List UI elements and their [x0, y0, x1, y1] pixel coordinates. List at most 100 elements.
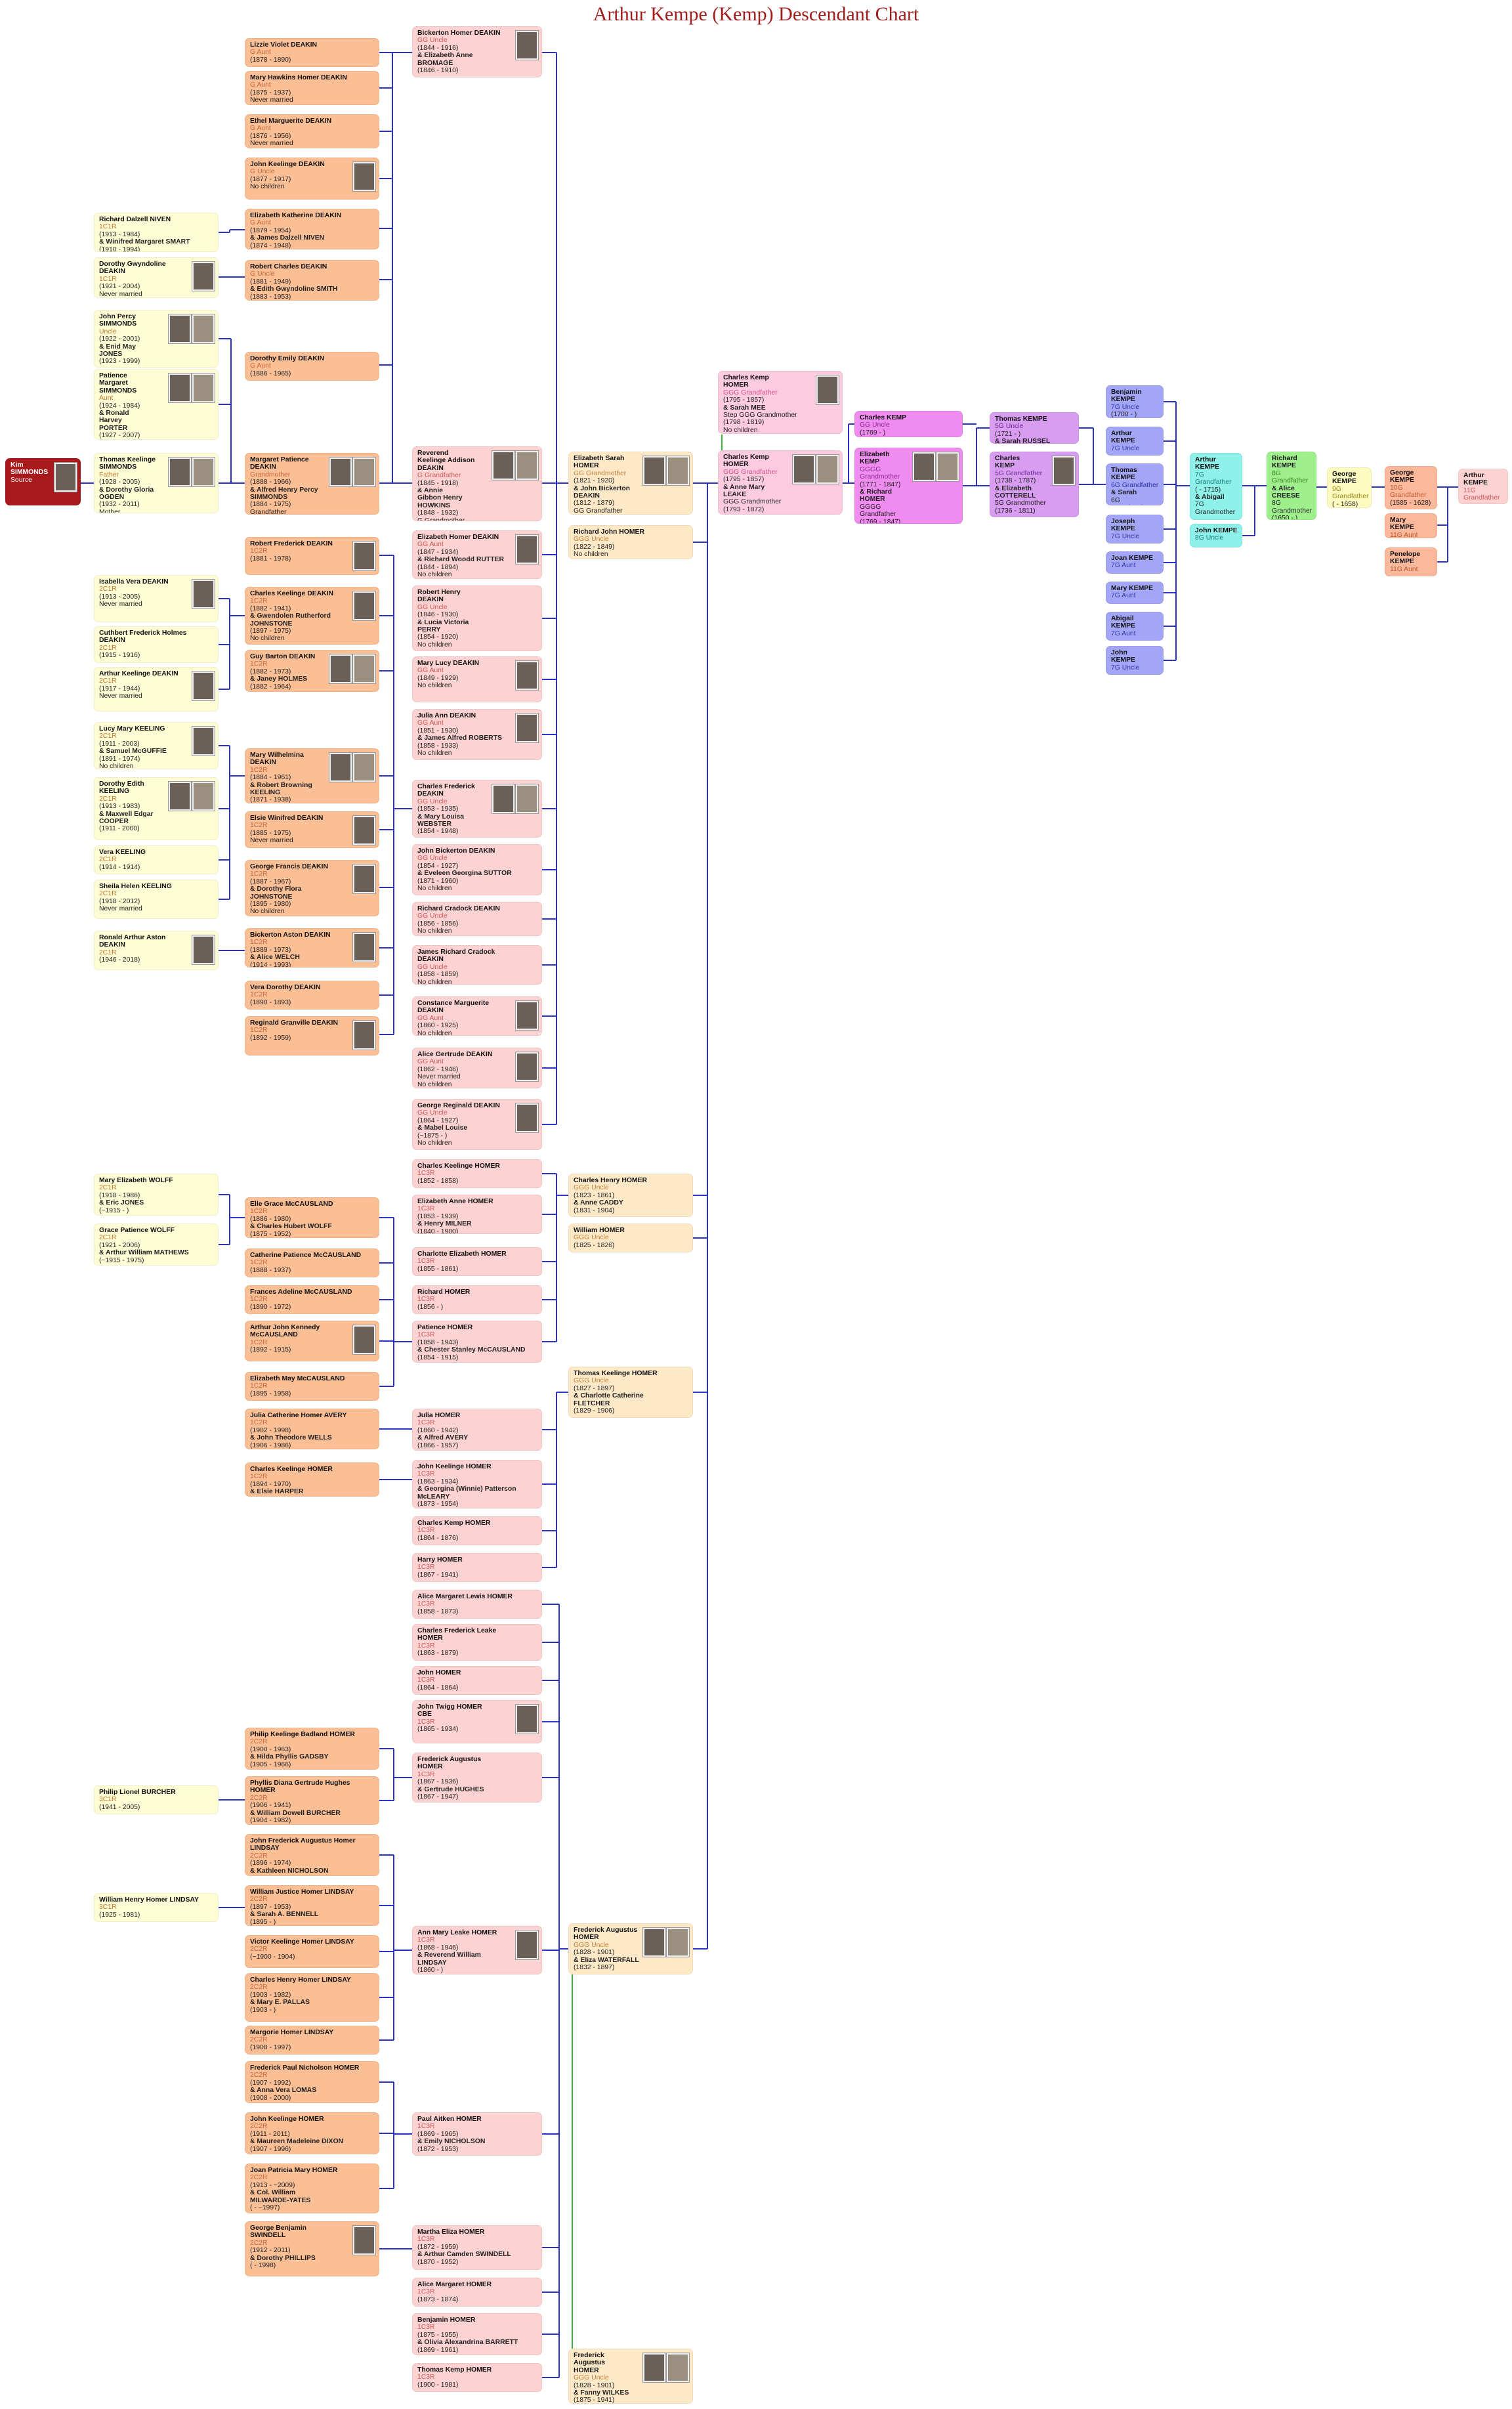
person-box[interactable]: Mary KEMPE7G Aunt: [1106, 582, 1164, 604]
person-box[interactable]: Alice Margaret Lewis HOMER1C3R(1858 - 18…: [412, 1590, 542, 1619]
person-box[interactable]: Charles KEMP5G Grandfather(1738 - 1787)&…: [990, 452, 1079, 517]
person-box[interactable]: John Keelinge HOMER1C3R(1863 - 1934)& Ge…: [412, 1460, 542, 1508]
person-box[interactable]: Catherine Patience McCAUSLAND1C2R(1888 -…: [245, 1248, 379, 1277]
person-box[interactable]: Benjamin HOMER1C3R(1875 - 1955)& Olivia …: [412, 2313, 542, 2355]
person-box[interactable]: Charlotte Elizabeth HOMER1C3R(1855 - 186…: [412, 1247, 542, 1276]
person-box[interactable]: Paul Aitken HOMER1C3R(1869 - 1965)& Emil…: [412, 2112, 542, 2156]
person-box[interactable]: Charles Keelinge HOMER1C2R(1894 - 1970)&…: [245, 1462, 379, 1497]
person-box[interactable]: John Frederick Augustus Homer LINDSAY2C2…: [245, 1834, 379, 1876]
person-box[interactable]: Ethel Marguerite DEAKING Aunt(1876 - 195…: [245, 114, 379, 148]
person-box[interactable]: George KEMPE9G Grandfather( - 1658): [1327, 467, 1372, 508]
person-box[interactable]: Frederick Paul Nicholson HOMER2C2R(1907 …: [245, 2061, 379, 2103]
person-box[interactable]: Julia Catherine Homer AVERY1C2R(1902 - 1…: [245, 1409, 379, 1449]
person-box[interactable]: Frederick Augustus HOMER1C3R(1867 - 1936…: [412, 1753, 542, 1802]
person-box[interactable]: Patience Margaret SIMMONDSAunt(1924 - 19…: [94, 369, 219, 440]
person-box[interactable]: Elizabeth Anne HOMER1C3R(1853 - 1939)& H…: [412, 1195, 542, 1234]
person-box[interactable]: Phyllis Diana Gertrude Hughes HOMER2C2R(…: [245, 1776, 379, 1825]
person-box[interactable]: William HOMERGGG Uncle(1825 - 1826): [568, 1224, 693, 1252]
person-box[interactable]: Kim SIMMONDSSource: [5, 458, 81, 505]
person-box[interactable]: Charles Kemp HOMER1C3R(1864 - 1876): [412, 1516, 542, 1545]
person-box[interactable]: Elsie Winifred DEAKIN1C2R(1885 - 1975)Ne…: [245, 811, 379, 848]
person-box[interactable]: Charles Keelinge HOMER1C3R(1852 - 1858): [412, 1159, 542, 1188]
person-box[interactable]: Sheila Helen KEELING2C1R(1918 - 2012)Nev…: [94, 880, 219, 919]
person-box[interactable]: Arthur John Kennedy McCAUSLAND1C2R(1892 …: [245, 1321, 379, 1361]
person-box[interactable]: Elizabeth KEMPGGGG Grandmother(1771 - 18…: [854, 448, 963, 524]
person-box[interactable]: William Henry Homer LINDSAY3C1R(1925 - 1…: [94, 1893, 219, 1922]
person-box[interactable]: Dorothy Emily DEAKING Aunt(1886 - 1965): [245, 352, 379, 381]
person-box[interactable]: Elle Grace McCAUSLAND1C2R(1886 - 1980)& …: [245, 1197, 379, 1238]
person-box[interactable]: Elizabeth Sarah HOMERGG Grandmother(1821…: [568, 452, 693, 515]
person-box[interactable]: James Richard Cradock DEAKINGG Uncle(185…: [412, 945, 542, 985]
person-box[interactable]: Lizzie Violet DEAKING Aunt(1878 - 1890): [245, 38, 379, 67]
person-box[interactable]: Frances Adeline McCAUSLAND1C2R(1890 - 19…: [245, 1285, 379, 1314]
person-box[interactable]: Charles Keelinge DEAKIN1C2R(1882 - 1941)…: [245, 587, 379, 645]
person-box[interactable]: John Percy SIMMONDSUncle(1922 - 2001)& E…: [94, 310, 219, 368]
person-box[interactable]: Mary Lucy DEAKINGG Aunt(1849 - 1929)No c…: [412, 656, 542, 702]
person-box[interactable]: Charles KEMPGG Uncle(1769 - ): [854, 411, 963, 437]
person-box[interactable]: Joseph KEMPE7G Uncle: [1106, 515, 1164, 544]
person-box[interactable]: Julia HOMER1C3R(1860 - 1942)& Alfred AVE…: [412, 1409, 542, 1451]
person-box[interactable]: John Bickerton DEAKINGG Uncle(1854 - 192…: [412, 844, 542, 895]
person-box[interactable]: Ronald Arthur Aston DEAKIN2C1R(1946 - 20…: [94, 931, 219, 970]
person-box[interactable]: Frederick Augustus HOMERGGG Uncle(1828 -…: [568, 1923, 693, 1974]
person-box[interactable]: George KEMPE10G Grandfather(1585 - 1628): [1385, 466, 1437, 509]
person-box[interactable]: Dorothy Edith KEELING2C1R(1913 - 1983)& …: [94, 777, 219, 840]
person-box[interactable]: Philip Lionel BURCHER3C1R(1941 - 2005): [94, 1785, 219, 1814]
person-box[interactable]: John Keelinge HOMER2C2R(1911 - 2011)& Ma…: [245, 2112, 379, 2154]
person-box[interactable]: Charles Frederick Leake HOMER1C3R(1863 -…: [412, 1624, 542, 1661]
person-box[interactable]: Mary Hawkins Homer DEAKING Aunt(1875 - 1…: [245, 71, 379, 105]
person-box[interactable]: Mary Elizabeth WOLFF2C1R(1918 - 1986)& E…: [94, 1174, 219, 1216]
person-box[interactable]: Benjamin KEMPE7G Uncle(1700 - ): [1106, 385, 1164, 418]
person-box[interactable]: Robert Frederick DEAKIN1C2R(1881 - 1978): [245, 537, 379, 575]
person-box[interactable]: Richard HOMER1C3R(1856 - ): [412, 1285, 542, 1314]
person-box[interactable]: Guy Barton DEAKIN1C2R(1882 - 1973)& Jane…: [245, 650, 379, 692]
person-box[interactable]: Elizabeth May McCAUSLAND1C2R(1895 - 1958…: [245, 1372, 379, 1401]
person-box[interactable]: Isabella Vera DEAKIN2C1R(1913 - 2005)Nev…: [94, 575, 219, 622]
person-box[interactable]: Bickerton Homer DEAKINGG Uncle(1844 - 19…: [412, 26, 542, 77]
person-box[interactable]: Victor Keelinge Homer LINDSAY2C2R(~1900 …: [245, 1935, 379, 1968]
person-box[interactable]: George Francis DEAKIN1C2R(1887 - 1967)& …: [245, 860, 379, 916]
person-box[interactable]: Grace Patience WOLFF2C1R(1921 - 2006)& A…: [94, 1224, 219, 1266]
person-box[interactable]: Vera KEELING2C1R(1914 - 1914): [94, 845, 219, 874]
person-box[interactable]: Bickerton Aston DEAKIN1C2R(1889 - 1973)&…: [245, 928, 379, 968]
person-box[interactable]: Abigail KEMPE7G Aunt: [1106, 612, 1164, 641]
person-box[interactable]: Thomas Keelinge HOMERGGG Uncle(1827 - 18…: [568, 1367, 693, 1418]
person-box[interactable]: Mary Wilhelmina DEAKIN1C2R(1884 - 1961)&…: [245, 748, 379, 803]
person-box[interactable]: Thomas KEMPE5G Uncle(1721 - )& Sarah RUS…: [990, 412, 1079, 444]
person-box[interactable]: Alice Margaret HOMER1C3R(1873 - 1874): [412, 2278, 542, 2307]
person-box[interactable]: Elizabeth Homer DEAKINGG Aunt(1847 - 193…: [412, 530, 542, 579]
person-box[interactable]: Constance Marguerite DEAKINGG Aunt(1860 …: [412, 996, 542, 1036]
person-box[interactable]: Richard KEMPE8G Grandfather& Alice CREES…: [1267, 452, 1316, 520]
person-box[interactable]: Margorie Homer LINDSAY2C2R(1908 - 1997): [245, 2026, 379, 2055]
person-box[interactable]: Arthur KEMPE7G Uncle: [1106, 427, 1164, 456]
person-box[interactable]: Charles Frederick DEAKINGG Uncle(1853 - …: [412, 780, 542, 838]
person-box[interactable]: Dorothy Gwyndoline DEAKIN1C1R(1921 - 200…: [94, 257, 219, 298]
person-box[interactable]: Reverend Keelinge Addison DEAKING Grandf…: [412, 446, 542, 521]
person-box[interactable]: John Keelinge DEAKING Uncle(1877 - 1917)…: [245, 158, 379, 200]
person-box[interactable]: Vera Dorothy DEAKIN1C2R(1890 - 1893): [245, 981, 379, 1010]
person-box[interactable]: Thomas Keelinge SIMMONDSFather(1928 - 20…: [94, 453, 219, 513]
person-box[interactable]: Ann Mary Leake HOMER1C3R(1868 - 1946)& R…: [412, 1926, 542, 1974]
person-box[interactable]: John KEMPE8G Uncle: [1190, 524, 1242, 547]
person-box[interactable]: Robert Charles DEAKING Uncle(1881 - 1949…: [245, 260, 379, 301]
person-box[interactable]: Joan KEMPE7G Aunt: [1106, 551, 1164, 574]
person-box[interactable]: Philip Keelinge Badland HOMER2C2R(1900 -…: [245, 1728, 379, 1770]
person-box[interactable]: Lucy Mary KEELING2C1R(1911 - 2003)& Samu…: [94, 722, 219, 769]
person-box[interactable]: Arthur KEMPE11G Grandfather: [1458, 469, 1508, 504]
person-box[interactable]: Charles Kemp HOMERGGG Grandfather(1795 -…: [718, 371, 843, 434]
person-box[interactable]: Martha Eliza HOMER1C3R(1872 - 1959)& Art…: [412, 2225, 542, 2270]
person-box[interactable]: John HOMER1C3R(1864 - 1864): [412, 1666, 542, 1695]
person-box[interactable]: Thomas KEMPE6G Grandfather& Sarah6G Gran…: [1106, 463, 1164, 505]
person-box[interactable]: Richard Dalzell NIVEN1C1R(1913 - 1984)& …: [94, 213, 219, 252]
person-box[interactable]: Charles Henry HOMERGGG Uncle(1823 - 1861…: [568, 1174, 693, 1217]
person-box[interactable]: Thomas Kemp HOMER1C3R(1900 - 1981): [412, 2363, 542, 2392]
person-box[interactable]: Penelope KEMPE11G Aunt: [1385, 547, 1437, 576]
person-box[interactable]: Charles Henry Homer LINDSAY2C2R(1903 - 1…: [245, 1973, 379, 2022]
person-box[interactable]: Arthur Keelinge DEAKIN2C1R(1917 - 1944)N…: [94, 667, 219, 712]
person-box[interactable]: Charles Kemp HOMERGGG Grandfather(1795 -…: [718, 450, 843, 515]
person-box[interactable]: Richard John HOMERGGG Uncle(1822 - 1849)…: [568, 525, 693, 559]
person-box[interactable]: Arthur KEMPE7G Grandfather( - 1715)& Abi…: [1190, 453, 1242, 520]
person-box[interactable]: Cuthbert Frederick Holmes DEAKIN2C1R(191…: [94, 626, 219, 663]
person-box[interactable]: John KEMPE7G Uncle: [1106, 646, 1164, 675]
person-box[interactable]: Mary KEMPE11G Aunt: [1385, 513, 1437, 538]
